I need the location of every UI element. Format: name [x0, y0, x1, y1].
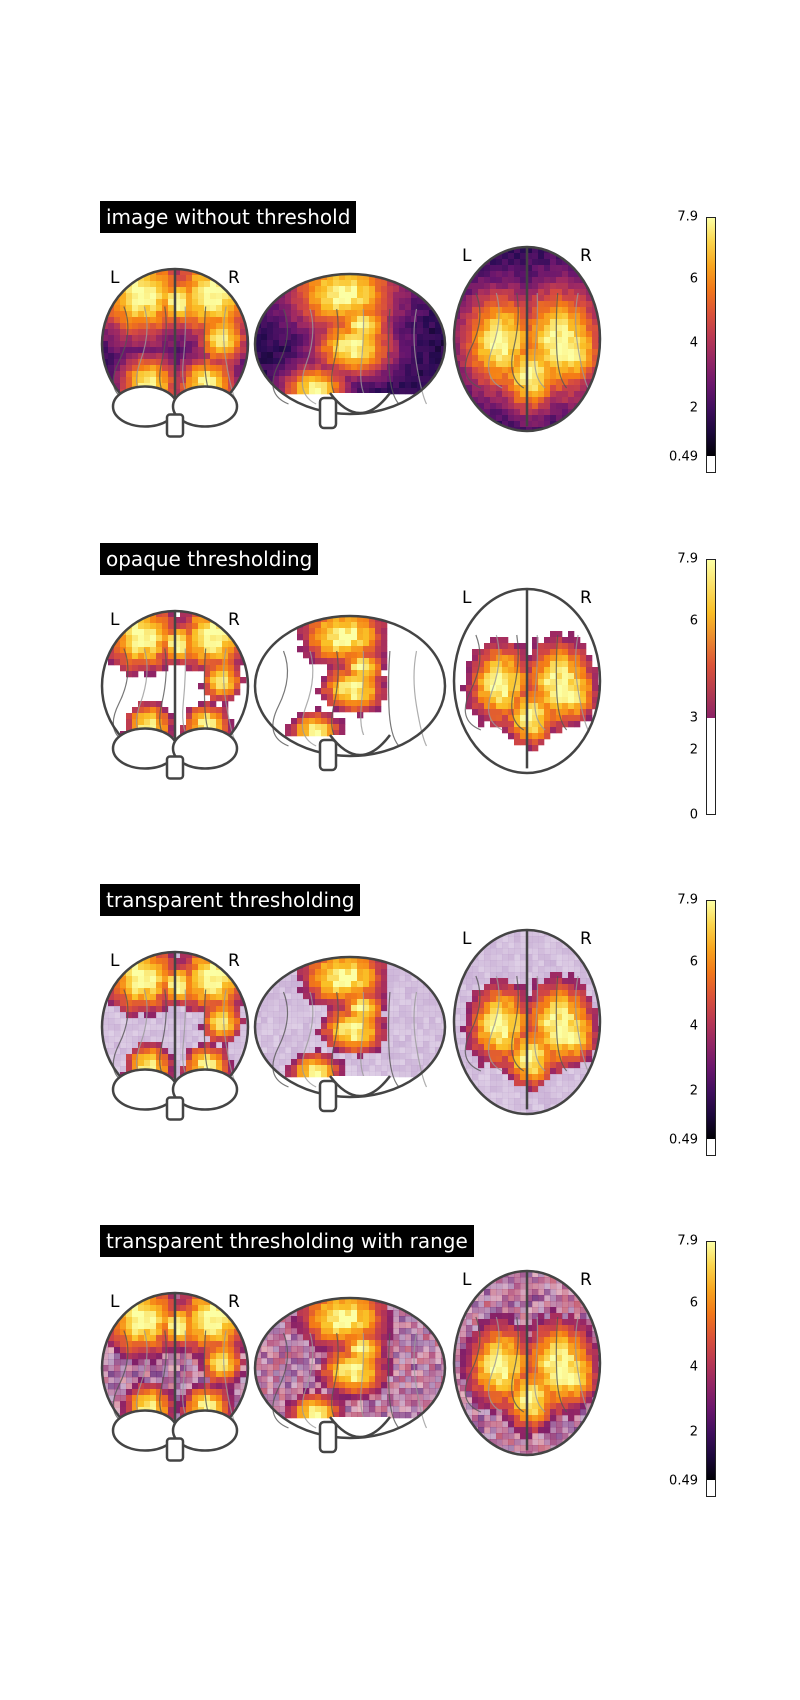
colorbar-gradient [707, 560, 715, 718]
activation-map [460, 631, 600, 752]
colorbar-gradient [707, 1242, 715, 1481]
colorbar-tick-label: 7.9 [677, 551, 698, 567]
colorbar-tick-label: 7.9 [677, 892, 698, 908]
left-label: L [462, 1270, 472, 1290]
colorbar-tick-label: 6 [689, 954, 698, 970]
colorbar-tick-label: 3 [689, 710, 698, 726]
colorbar-gradient [707, 901, 715, 1140]
panel-title: transparent thresholding with range [100, 1225, 474, 1257]
right-label: R [580, 246, 592, 266]
colorbar-tick-label: 0.49 [669, 1473, 698, 1489]
left-label: L [110, 951, 120, 971]
colorbar-tick-label: 7.9 [677, 1233, 698, 1249]
left-label: L [462, 929, 472, 949]
brain-view [253, 614, 447, 772]
colorbar [706, 217, 716, 473]
panel-title: transparent thresholding [100, 884, 361, 916]
colorbar [706, 900, 716, 1156]
colorbar-tick-label: 2 [689, 400, 698, 416]
colorbar-tick-label: 0.49 [669, 1132, 698, 1148]
colorbar-tick-label: 2 [689, 1424, 698, 1440]
right-label: R [580, 588, 592, 608]
left-label: L [110, 268, 120, 288]
colorbar-tick-label: 6 [689, 613, 698, 629]
colorbar-tick-label: 4 [689, 1018, 698, 1034]
left-label: L [110, 610, 120, 630]
colorbar-tick-label: 4 [689, 1359, 698, 1375]
right-label: R [228, 610, 240, 630]
colorbar-tick-label: 6 [689, 1295, 698, 1311]
panel-title: opaque thresholding [100, 543, 319, 575]
colorbar-gradient [707, 218, 715, 457]
colorbar-tick-label: 2 [689, 1083, 698, 1099]
colorbar-tick-label: 6 [689, 271, 698, 287]
right-label: R [580, 1270, 592, 1290]
left-label: L [462, 246, 472, 266]
left-label: L [462, 588, 472, 608]
colorbar [706, 1241, 716, 1497]
left-label: L [110, 1292, 120, 1312]
brain-view [253, 955, 447, 1113]
activation-map [285, 616, 388, 737]
colorbar-tick-label: 0.49 [669, 449, 698, 465]
right-label: R [228, 1292, 240, 1312]
right-label: R [228, 268, 240, 288]
right-label: R [228, 951, 240, 971]
panel-title: image without threshold [100, 201, 357, 233]
brain-view [253, 272, 447, 430]
right-label: R [580, 929, 592, 949]
brain-view [253, 1296, 447, 1454]
colorbar-tick-label: 7.9 [677, 209, 698, 225]
colorbar-tick-label: 4 [689, 335, 698, 351]
colorbar-tick-label: 0 [689, 807, 698, 823]
colorbar-tick-label: 2 [689, 742, 698, 758]
colorbar [706, 559, 716, 815]
